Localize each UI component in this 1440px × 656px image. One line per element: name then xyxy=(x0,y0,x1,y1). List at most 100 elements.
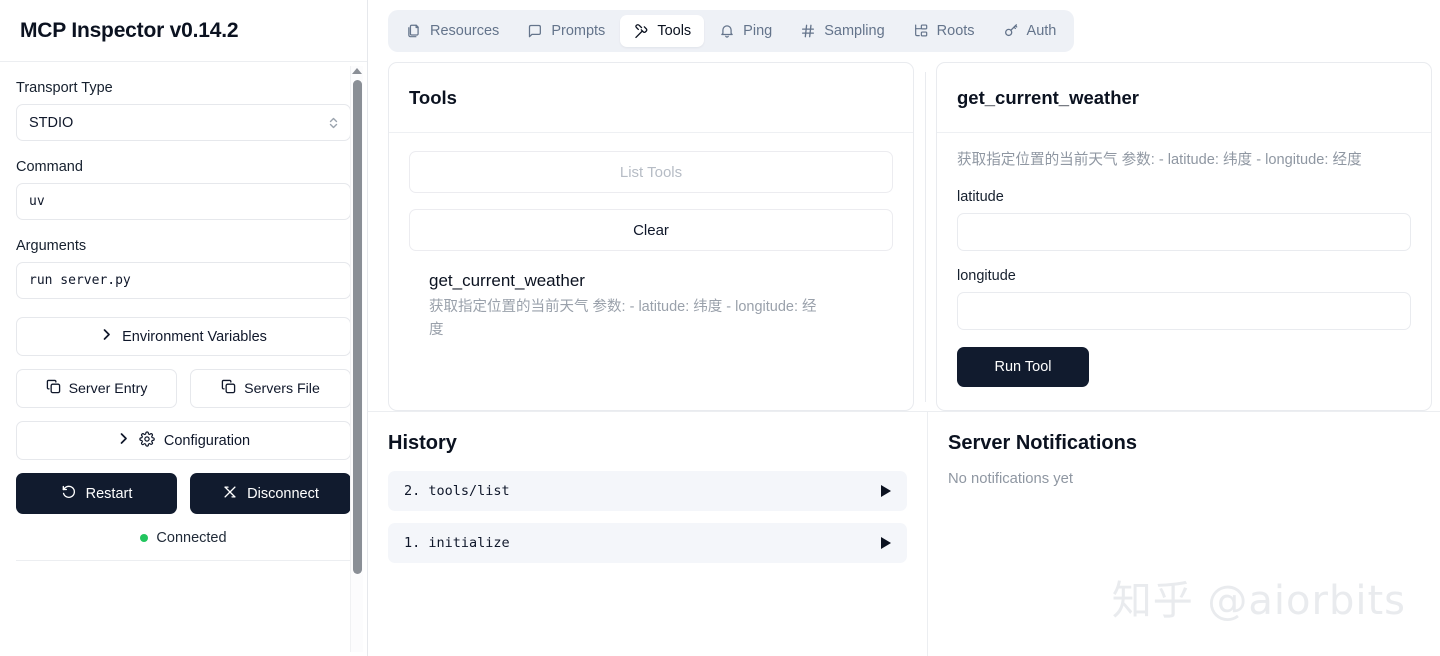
longitude-input[interactable] xyxy=(957,291,1411,330)
tab-sampling[interactable]: Sampling xyxy=(787,15,897,47)
tab-prompts[interactable]: Prompts xyxy=(514,15,618,47)
tool-detail-body: 获取指定位置的当前天气 参数: - latitude: 纬度 - longitu… xyxy=(937,133,1431,410)
tool-detail-description: 获取指定位置的当前天气 参数: - latitude: 纬度 - longitu… xyxy=(957,152,1362,168)
servers-file-button[interactable]: Servers File xyxy=(190,369,351,408)
tab-ping[interactable]: Ping xyxy=(706,15,785,47)
tab-label: Ping xyxy=(743,23,773,39)
transport-type-select[interactable]: STDIO xyxy=(16,104,351,141)
run-tool-button[interactable]: Run Tool xyxy=(957,346,1089,387)
tool-list-item[interactable]: get_current_weather 获取指定位置的当前天气 参数: - la… xyxy=(409,267,893,343)
tab-label: Prompts xyxy=(551,23,606,39)
sidebar-body: Transport Type STDIO Command uv Arg xyxy=(0,62,367,656)
history-item-label: 1. initialize xyxy=(404,535,510,551)
connection-status: Connected xyxy=(16,530,351,561)
arguments-label: Arguments xyxy=(16,238,87,254)
history-item[interactable]: 2. tools/list xyxy=(388,471,907,511)
tab-label: Resources xyxy=(430,23,500,39)
copy-buttons-row: Server Entry Servers File xyxy=(16,369,351,408)
tool-name: get_current_weather xyxy=(429,271,585,290)
chevron-right-icon xyxy=(100,328,113,345)
content-area: Tools List Tools Clear get_current_weath… xyxy=(368,62,1440,656)
tab-label: Auth xyxy=(1026,23,1057,39)
history-title: History xyxy=(388,432,457,454)
latitude-input[interactable] xyxy=(957,212,1411,251)
tab-label: Tools xyxy=(657,23,692,39)
unplug-icon xyxy=(222,484,238,504)
server-entry-button[interactable]: Server Entry xyxy=(16,369,177,408)
lower-panels: History 2. tools/list 1. initialize Serv… xyxy=(368,411,1440,656)
hash-icon xyxy=(800,23,816,39)
tab-auth[interactable]: Auth xyxy=(990,15,1070,47)
latitude-label: latitude xyxy=(957,188,1004,205)
arguments-input[interactable]: run server.py xyxy=(16,262,351,299)
key-icon xyxy=(1003,23,1019,39)
notifications-empty-text: No notifications yet xyxy=(948,471,1074,487)
history-item[interactable]: 1. initialize xyxy=(388,523,907,563)
panel-resize-handle[interactable] xyxy=(918,62,932,411)
configuration-button[interactable]: Configuration xyxy=(16,421,351,460)
server-entry-label: Server Entry xyxy=(68,380,148,397)
disconnect-button[interactable]: Disconnect xyxy=(190,473,351,514)
bell-icon xyxy=(719,23,735,39)
copy-icon xyxy=(46,379,61,398)
sidebar-scrollbar[interactable] xyxy=(350,66,363,652)
watermark: 知乎 @aiorbits xyxy=(1111,578,1406,624)
play-triangle-icon[interactable] xyxy=(881,537,891,549)
restart-button[interactable]: Restart xyxy=(16,473,177,514)
history-panel: History 2. tools/list 1. initialize xyxy=(368,412,928,656)
upper-panels: Tools List Tools Clear get_current_weath… xyxy=(368,62,1440,411)
message-square-icon xyxy=(527,23,543,39)
hammer-icon xyxy=(633,23,649,39)
clear-button[interactable]: Clear xyxy=(409,209,893,251)
tool-detail-title: get_current_weather xyxy=(957,86,1139,108)
tool-detail-header: get_current_weather xyxy=(937,63,1431,133)
list-tools-button[interactable]: List Tools xyxy=(409,151,893,193)
tab-roots[interactable]: Roots xyxy=(900,15,988,47)
history-item-label: 2. tools/list xyxy=(404,483,510,499)
tab-resources[interactable]: Resources xyxy=(393,15,512,47)
play-triangle-icon[interactable] xyxy=(881,485,891,497)
transport-type-label: Transport Type xyxy=(16,80,113,96)
page-title: MCP Inspector v0.14.2 xyxy=(20,18,239,42)
tab-label: Sampling xyxy=(824,23,885,39)
rotate-ccw-icon xyxy=(61,484,77,504)
transport-type-group: Transport Type STDIO xyxy=(16,80,351,141)
connection-status-label: Connected xyxy=(156,530,227,546)
environment-variables-button[interactable]: Environment Variables xyxy=(16,317,351,356)
sidebar: MCP Inspector v0.14.2 Transport Type STD… xyxy=(0,0,368,656)
main-area: Resources Prompts xyxy=(368,0,1440,656)
tools-panel-body: List Tools Clear get_current_weather 获取指… xyxy=(389,133,913,410)
tools-panel: Tools List Tools Clear get_current_weath… xyxy=(388,62,914,411)
restart-label: Restart xyxy=(85,485,133,502)
tools-panel-title: Tools xyxy=(409,86,457,108)
tool-description: 获取指定位置的当前天气 参数: - latitude: 纬度 - longitu… xyxy=(429,299,817,339)
notifications-title: Server Notifications xyxy=(948,432,1137,454)
tab-bar: Resources Prompts xyxy=(368,0,1440,62)
tools-panel-header: Tools xyxy=(389,63,913,133)
arguments-value: run server.py xyxy=(29,273,131,288)
command-value: uv xyxy=(29,194,45,209)
arguments-group: Arguments run server.py xyxy=(16,238,351,299)
tab-list: Resources Prompts xyxy=(388,10,1075,52)
chevron-up-down-icon xyxy=(328,116,339,130)
files-icon xyxy=(406,23,422,39)
gear-icon xyxy=(139,430,155,451)
environment-variables-label: Environment Variables xyxy=(122,328,267,345)
command-input[interactable]: uv xyxy=(16,183,351,220)
scrollbar-thumb[interactable] xyxy=(353,80,362,574)
command-label: Command xyxy=(16,159,83,175)
scroll-up-arrow-icon[interactable] xyxy=(352,68,362,74)
tab-tools[interactable]: Tools xyxy=(620,15,705,47)
connection-actions-row: Restart Disconnect xyxy=(16,473,351,514)
disconnect-label: Disconnect xyxy=(247,485,319,502)
command-group: Command uv xyxy=(16,159,351,220)
status-dot-icon xyxy=(140,534,149,542)
tab-label: Roots xyxy=(936,23,975,39)
notifications-panel: Server Notifications No notifications ye… xyxy=(928,412,1440,656)
longitude-label: longitude xyxy=(957,267,1016,284)
folder-tree-icon xyxy=(913,23,929,39)
chevron-right-icon xyxy=(117,432,130,449)
copy-icon xyxy=(221,379,236,398)
servers-file-label: Servers File xyxy=(244,380,320,397)
